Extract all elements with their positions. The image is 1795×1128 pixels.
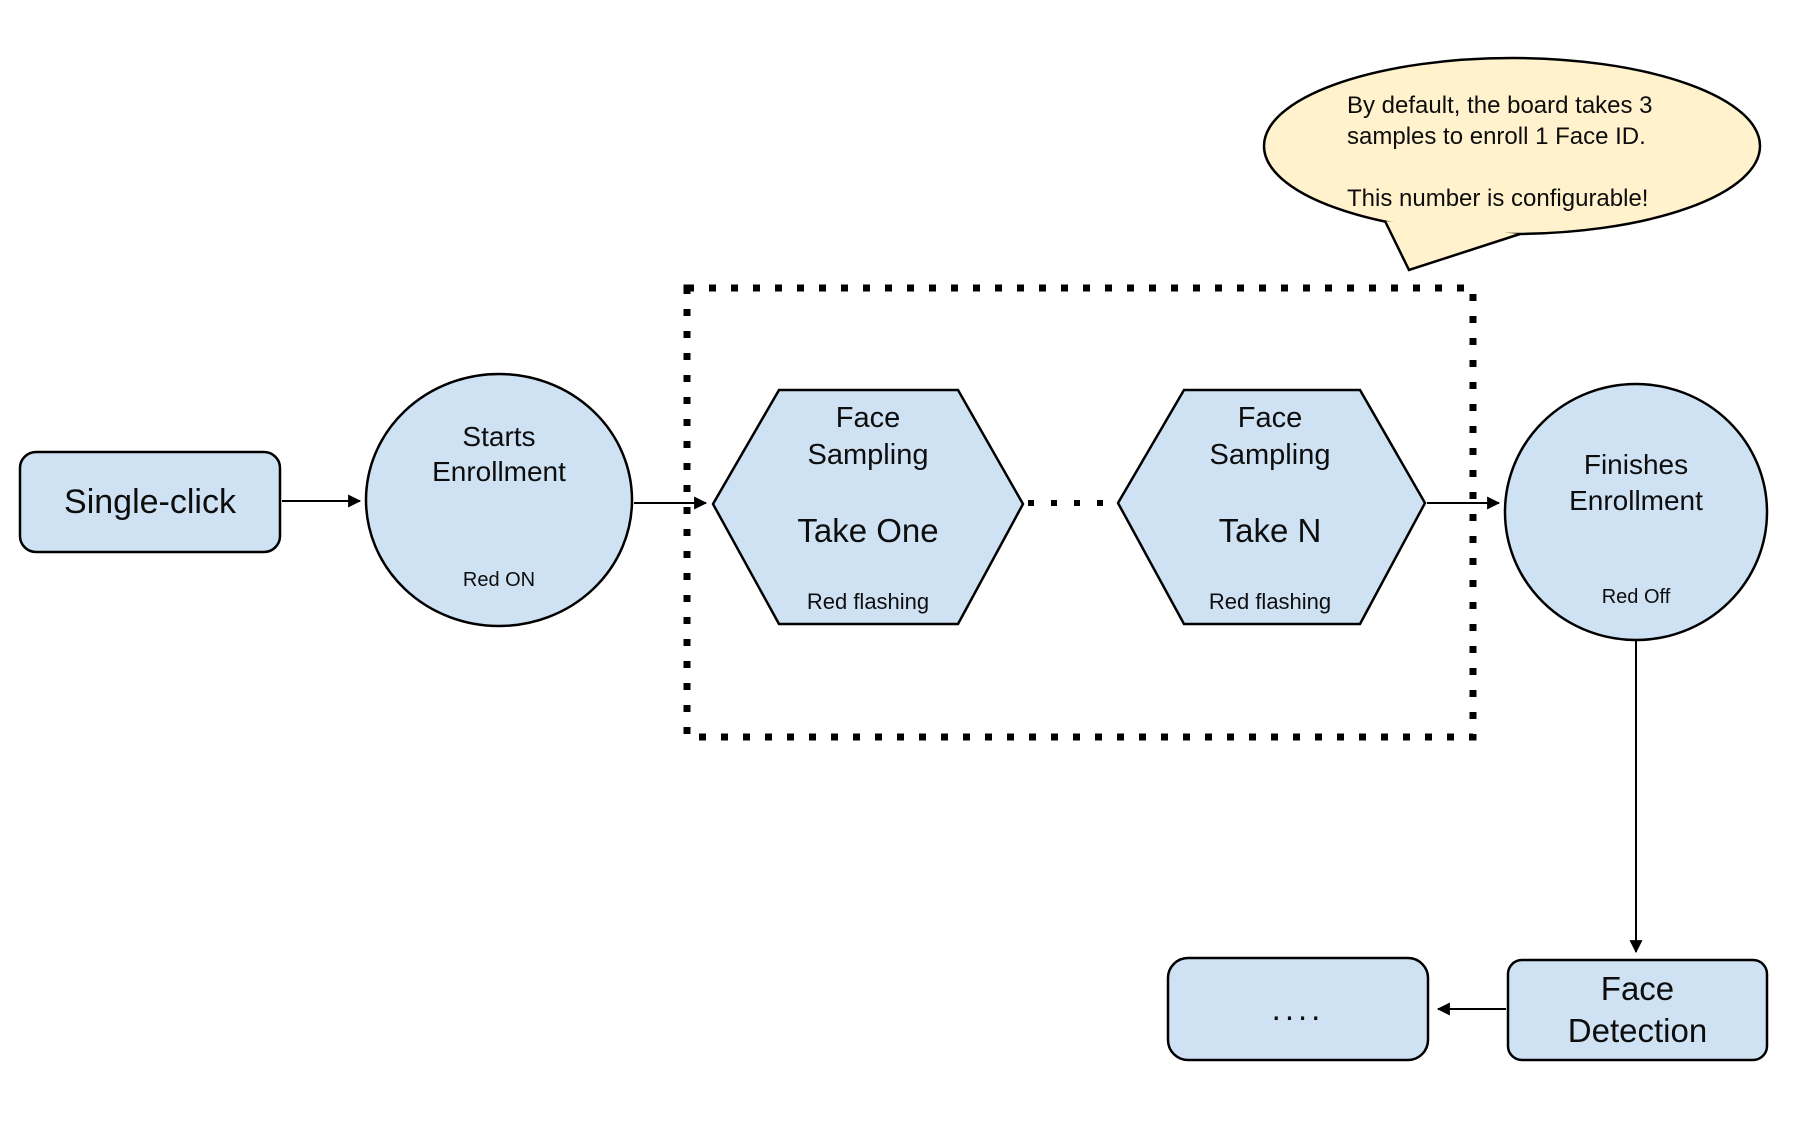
face-sampling-last-take: Take N (1218, 512, 1322, 549)
sampling-group-dotted-box (683, 284, 1477, 741)
callout-tail-fill (1385, 221, 1520, 270)
face-detection-node (1506, 958, 1769, 1062)
finishes-enrollment-title: Finishes Enrollment (1569, 449, 1703, 516)
single-click-label: Single-click (64, 482, 236, 521)
finishes-enrollment-node (1503, 382, 1769, 642)
finishes-enrollment-status: Red Off (1601, 586, 1671, 608)
callout-text: By default, the board takes 3 samples to… (1347, 92, 1653, 212)
starts-enrollment-node (364, 372, 634, 628)
face-sampling-last-node (1116, 388, 1427, 626)
face-sampling-last-title: Face Sampling (1209, 402, 1331, 471)
face-sampling-last-status: Red flashing (1208, 589, 1332, 614)
face-sampling-first-title: Face Sampling (807, 402, 929, 471)
face-sampling-first-node (711, 388, 1025, 626)
callout-tail-outline (1383, 220, 1521, 272)
face-detection-label: Face Detection (1567, 970, 1708, 1049)
continuation-label: .... (1271, 990, 1325, 1028)
single-click-node (18, 450, 282, 554)
face-sampling-first-take: Take One (797, 512, 939, 549)
face-sampling-first-status: Red flashing (806, 589, 930, 614)
starts-enrollment-status: Red ON (462, 569, 536, 591)
continuation-node (1166, 956, 1430, 1062)
starts-enrollment-title: Starts Enrollment (432, 421, 566, 487)
